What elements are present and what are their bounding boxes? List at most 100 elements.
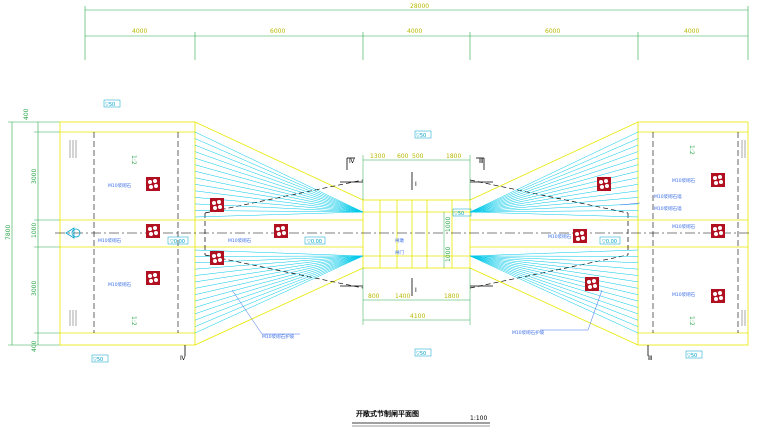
hatch-line xyxy=(469,177,639,213)
hatch-line xyxy=(194,170,364,213)
hatch-line xyxy=(194,255,364,315)
stone-symbol xyxy=(146,271,160,285)
dim-seg-4: 6000 xyxy=(545,28,560,35)
gate-chamber xyxy=(362,199,471,269)
dim-gate-v1: 1000 xyxy=(445,217,452,232)
stone-symbol xyxy=(585,277,599,291)
hatch-line xyxy=(469,203,639,213)
level-tag-3: ▽50 xyxy=(416,351,426,357)
hatch-line xyxy=(469,255,639,289)
level-tag-6: ▽0.00 xyxy=(170,239,185,245)
hatch-line xyxy=(194,138,364,213)
hatch-line xyxy=(194,255,364,276)
dim-left-1: 400 xyxy=(23,108,30,120)
dim-seg-5: 4000 xyxy=(684,28,699,35)
hatch-line xyxy=(469,255,639,276)
stone-symbols xyxy=(146,173,725,303)
slope-label-4: 1:2 xyxy=(688,316,695,326)
hatch-line xyxy=(469,144,639,213)
hatch-line xyxy=(469,157,639,213)
hatch-line xyxy=(469,255,639,270)
hatch-line xyxy=(469,255,639,264)
note-left-upper: M10浆砌石 xyxy=(108,182,132,189)
stone-symbol xyxy=(274,224,288,238)
hatch-line xyxy=(469,131,639,213)
left-slope-hatching xyxy=(194,131,364,334)
stone-symbol xyxy=(146,177,160,191)
note-right-mid: M10浆砌石 xyxy=(672,223,696,230)
top-dimension-group xyxy=(84,6,749,60)
tick-marks xyxy=(69,140,746,326)
hatch-line xyxy=(469,197,639,213)
hatch-line xyxy=(469,249,639,257)
level-tag-boxes xyxy=(91,99,703,363)
left-forebay xyxy=(59,121,364,346)
hatch-line xyxy=(194,157,364,213)
hatch-line xyxy=(469,255,639,283)
section-IV-bottom: Ⅳ xyxy=(180,355,186,362)
slope-label-2: 1:2 xyxy=(130,316,137,326)
level-tag-2: ▽50 xyxy=(416,133,426,139)
hatch-line xyxy=(469,255,639,321)
hatch-line xyxy=(194,144,364,213)
hatch-line xyxy=(194,255,364,327)
hatch-line xyxy=(469,255,639,308)
hatch-line xyxy=(469,138,639,213)
hatch-line xyxy=(469,255,639,302)
note-left-lower: M10浆砌石 xyxy=(108,281,132,288)
hatch-line xyxy=(469,211,639,218)
drawing-scale: 1:100 xyxy=(470,415,487,422)
hatch-line xyxy=(469,255,639,315)
section-III-bottom: Ⅲ xyxy=(648,355,652,362)
drawing-title: 开敞式节制闸平面图 xyxy=(356,409,419,418)
stone-symbol xyxy=(597,177,611,191)
level-tag-8: ▽0.00 xyxy=(602,239,617,245)
dim-seg-3: 4000 xyxy=(407,28,422,35)
wing-walls xyxy=(204,179,629,289)
hatch-line xyxy=(469,151,639,213)
level-tag-1: ▽50 xyxy=(105,102,115,108)
dim-center-top-1: 1300 xyxy=(370,153,385,160)
hatch-line xyxy=(194,255,364,270)
section-III-top: Ⅲ xyxy=(479,158,483,165)
stone-symbol xyxy=(146,224,160,238)
level-tag-9: ▽50 xyxy=(454,211,464,217)
dim-seg-1: 4000 xyxy=(132,28,147,35)
level-tag-5: ▽50 xyxy=(687,353,697,359)
hatch-line xyxy=(194,211,364,218)
right-apron xyxy=(469,121,749,346)
hatch-line xyxy=(194,164,364,213)
level-tag-4: ▽50 xyxy=(93,357,103,363)
stone-symbol xyxy=(210,198,224,212)
hatch-line xyxy=(469,255,639,295)
hatch-line xyxy=(194,255,364,283)
stone-symbol xyxy=(210,251,224,265)
dim-left-5: 400 xyxy=(31,340,38,352)
hatch-line xyxy=(194,190,364,213)
note-right-slope: M10浆砌石护坡 xyxy=(512,329,545,336)
note-right-upper: M10浆砌石 xyxy=(672,177,696,184)
stone-symbol xyxy=(711,173,725,187)
dim-left-4: 3000 xyxy=(31,281,38,296)
note-right-lower: M10浆砌石 xyxy=(672,291,696,298)
stone-symbol xyxy=(711,289,725,303)
dim-center-bottom-1: 800 xyxy=(368,293,380,300)
wing-wall-solid xyxy=(340,181,493,287)
note-right-wing-3: M10浆砌石墙 xyxy=(654,205,682,212)
hatch-line xyxy=(194,177,364,213)
dim-left-2: 3000 xyxy=(31,169,38,184)
hatch-line xyxy=(469,164,639,213)
center-dimension-group xyxy=(362,155,471,325)
hatch-line xyxy=(194,255,364,295)
section-I-bottom: I xyxy=(415,287,417,294)
section-IV-top: Ⅳ xyxy=(349,158,355,165)
hatch-line xyxy=(194,131,364,213)
hatch-line xyxy=(194,255,364,308)
dim-left-3: 1000 xyxy=(31,223,38,238)
note-left-mid: M10浆砌石 xyxy=(98,237,122,244)
left-dimension-group xyxy=(8,121,60,346)
hatch-line xyxy=(194,255,364,334)
note-left-slope: M10浆砌石护坡 xyxy=(262,333,295,340)
dim-seg-2: 6000 xyxy=(270,28,285,35)
